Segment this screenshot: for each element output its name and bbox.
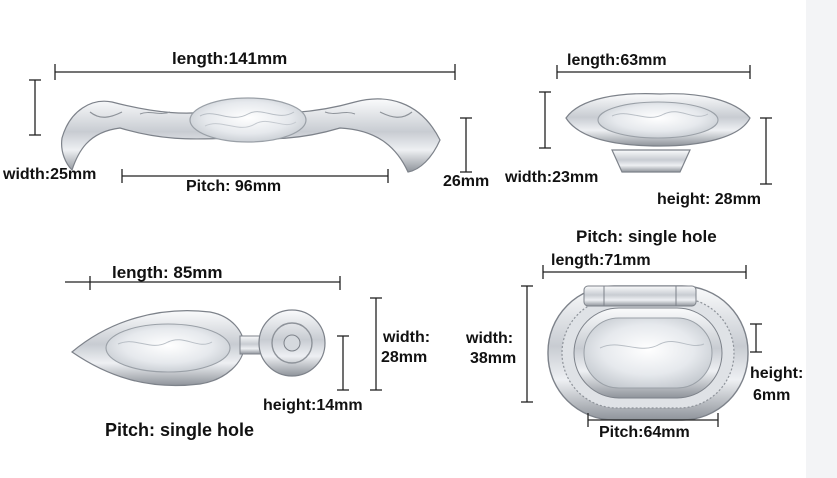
handle-4-width-label-line1: width: [466,330,514,347]
handle-4-pitch-label: Pitch:64mm [599,424,690,441]
handle-3-length-label: length: 85mm [112,263,223,282]
handle-3-pitch-label: Pitch: single hole [105,420,255,440]
handle-4-height-label-line1: height: [750,365,804,382]
handle-3-image [71,309,326,387]
handle-2-length-label: length:63mm [567,52,667,69]
handle-1-width-label: width:25mm [3,166,97,183]
background-strip [806,0,837,478]
handle-4-width-label-line2: 38mm [470,350,517,367]
handle-1-height-label: 26mm [443,173,490,190]
handle-3-height-label: height:14mm [263,397,363,414]
handle-1-image [61,97,441,173]
handle-2-height-label: height: 28mm [657,191,762,208]
handle-4-height-label-line2: 6mm [753,387,791,404]
handle-3-width-label-line2: 28mm [381,349,428,366]
handle-2-width-label: width:23mm [505,169,599,186]
handle-2-image [565,93,751,173]
handle-3-width-label-line1: width: [383,329,431,346]
handle-1-length-label: length:141mm [172,49,288,68]
handle-1-pitch-label: Pitch: 96mm [186,178,282,195]
handle-2-pitch-label: Pitch: single hole [576,227,717,246]
handle-4-length-label: length:71mm [551,252,651,269]
handle-4-image [547,285,749,421]
